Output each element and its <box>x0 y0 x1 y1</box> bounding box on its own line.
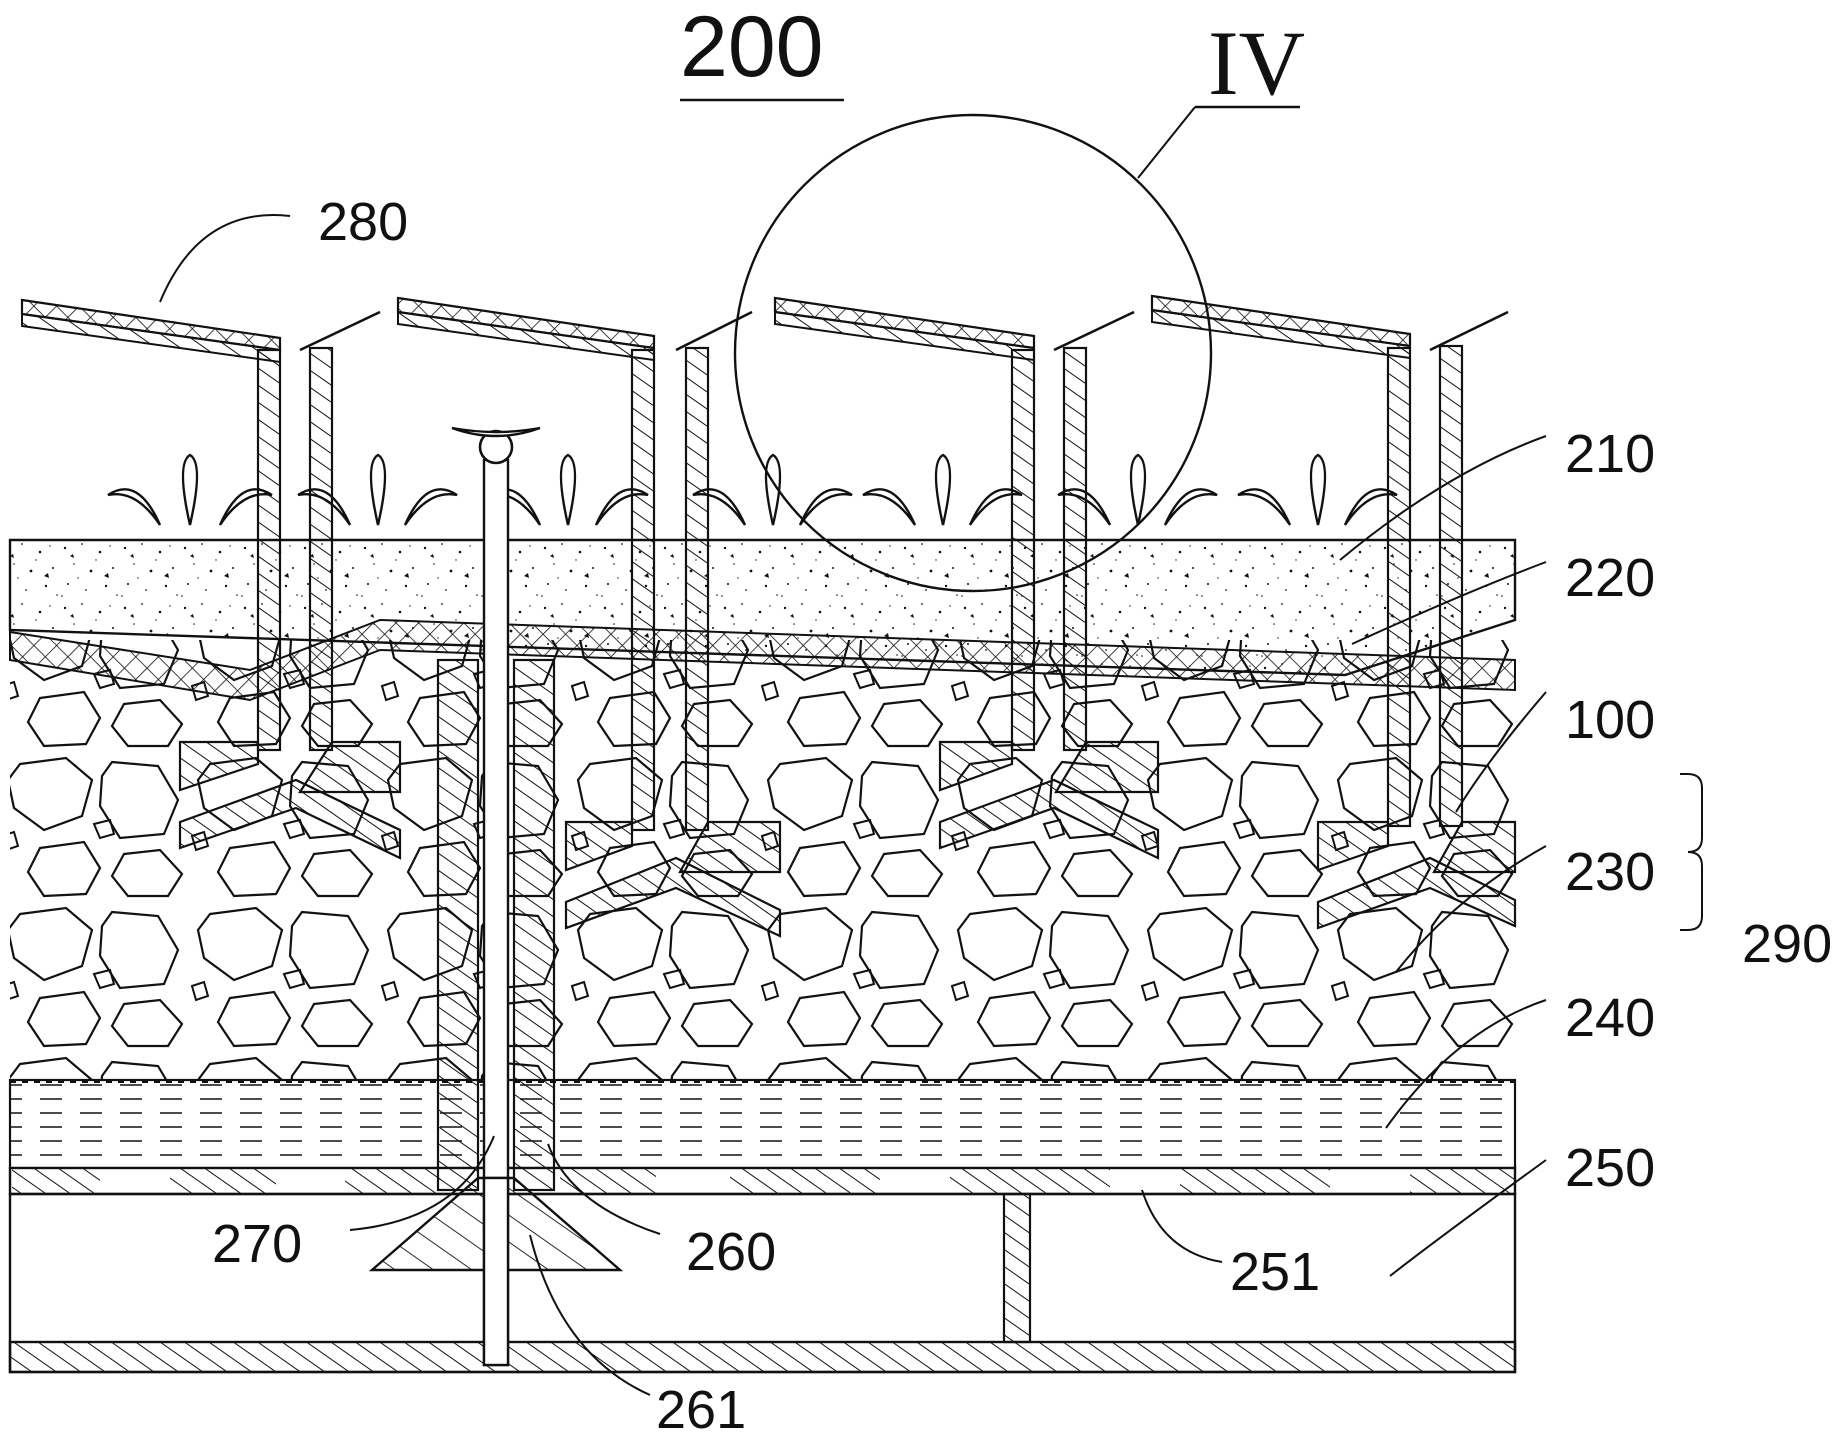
label-290: 290 <box>1742 914 1832 974</box>
label-280: 280 <box>318 192 408 252</box>
label-270: 270 <box>212 1214 302 1274</box>
collector-unit-2 <box>396 296 782 938</box>
detail-mark: IV <box>1208 12 1305 114</box>
label-261: 261 <box>656 1380 746 1437</box>
collector-unit-3 <box>773 296 1160 860</box>
detail-circle <box>733 113 1213 593</box>
collector-unit-1 <box>20 298 402 860</box>
central-pipe-assembly <box>368 426 624 1367</box>
detail-mark-leader <box>1137 106 1196 179</box>
label-100: 100 <box>1565 690 1655 750</box>
label-250: 250 <box>1565 1138 1655 1198</box>
label-260: 260 <box>686 1222 776 1282</box>
plant-row <box>107 453 1398 526</box>
label-240: 240 <box>1565 988 1655 1048</box>
leader-lines <box>159 214 1703 1396</box>
label-230: 230 <box>1565 842 1655 902</box>
label-210: 210 <box>1565 424 1655 484</box>
figure-title: 200 <box>680 0 824 95</box>
label-251: 251 <box>1230 1242 1320 1302</box>
label-220: 220 <box>1565 548 1655 608</box>
